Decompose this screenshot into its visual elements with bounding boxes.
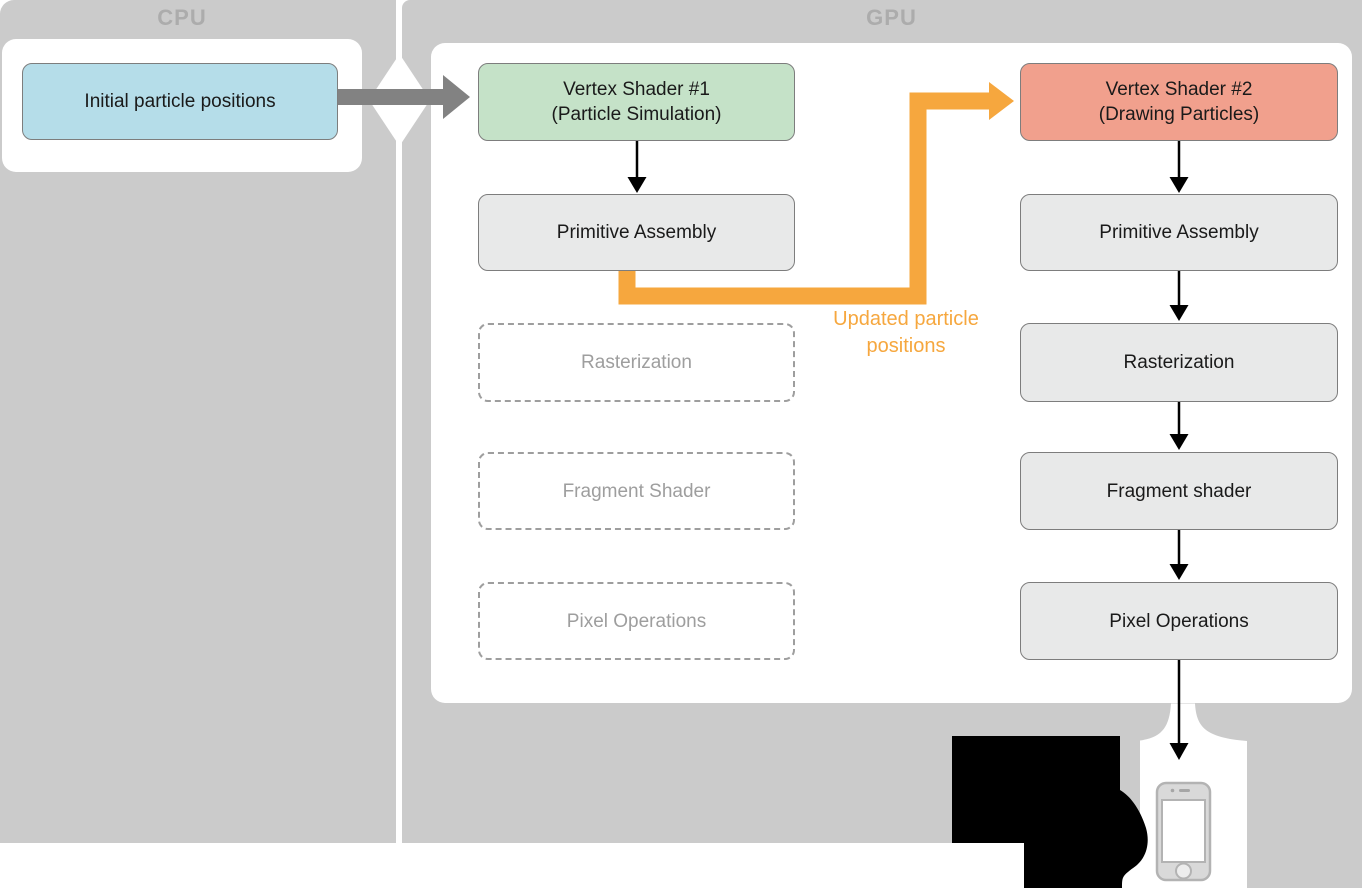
stage-label-line2: (Particle Simulation) — [551, 104, 722, 125]
stage-label-line2: (Drawing Particles) — [1098, 104, 1260, 125]
stage-label: Rasterization — [581, 352, 692, 373]
stage-label: Primitive Assembly — [556, 222, 717, 243]
stage-box-primitive-assembly-2: Primitive Assembly — [1020, 194, 1338, 271]
gpu-region-background-extension — [1247, 843, 1362, 888]
stage-box-fragment-shader-2: Fragment shader — [1020, 452, 1338, 530]
gpu-region-label: GPU — [866, 5, 917, 30]
annotation-line2: positions — [866, 335, 946, 357]
stage-box-vertex-shader-1: Vertex Shader #1 (Particle Simulation) — [478, 63, 795, 141]
stage-label: Pixel Operations — [1109, 610, 1249, 632]
stage-label: Rasterization — [1123, 352, 1235, 373]
cpu-region-label: CPU — [157, 5, 207, 30]
stage-label: Initial particle positions — [84, 91, 276, 112]
stage-box-fragment-shader-1-skipped: Fragment Shader — [478, 452, 795, 530]
stage-box-vertex-shader-2: Vertex Shader #2 (Drawing Particles) — [1020, 63, 1338, 141]
stage-label-line1: Vertex Shader #1 — [563, 79, 710, 100]
updated-particle-positions-annotation: Updated particle positions — [800, 306, 1012, 360]
stage-box-pixel-operations-2: Pixel Operations — [1020, 582, 1338, 660]
stage-box-initial-particle-positions: Initial particle positions — [22, 63, 338, 140]
stage-label: Fragment shader — [1106, 480, 1252, 502]
stage-box-pixel-operations-1-skipped: Pixel Operations — [478, 582, 795, 660]
stage-label: Pixel Operations — [566, 610, 707, 632]
stage-box-primitive-assembly-1: Primitive Assembly — [478, 194, 795, 271]
stage-box-rasterization-1-skipped: Rasterization — [478, 323, 795, 402]
annotation-line1: Updated particle — [833, 308, 979, 330]
stage-label: Fragment Shader — [562, 480, 711, 502]
stage-label-line1: Vertex Shader #2 — [1105, 79, 1253, 100]
stage-box-rasterization-2: Rasterization — [1020, 323, 1338, 402]
stage-label: Primitive Assembly — [1099, 222, 1259, 243]
